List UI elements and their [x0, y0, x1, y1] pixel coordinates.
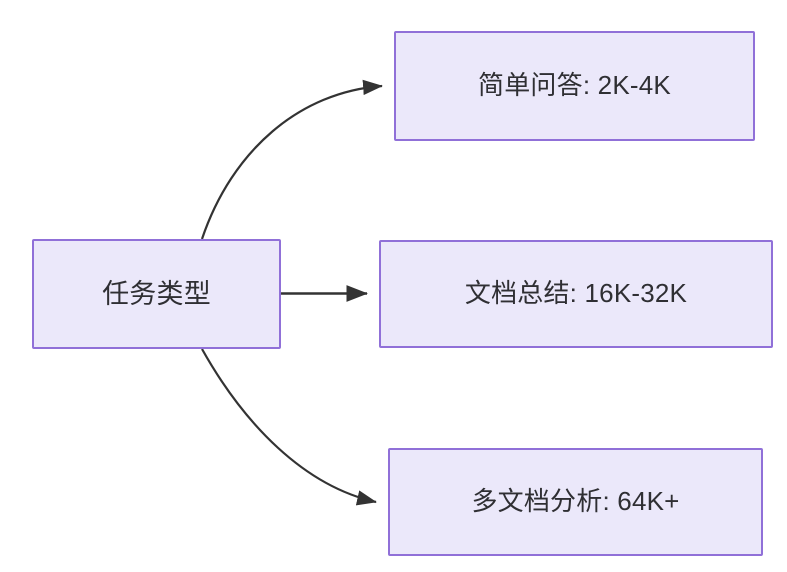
edge-source-to-simple-qa — [200, 79, 383, 240]
node-task-type[interactable]: 任务类型 — [32, 239, 281, 349]
node-multi-doc-label: 多文档分析: 64K+ — [471, 486, 680, 517]
node-doc-summary-label: 文档总结: 16K-32K — [464, 278, 688, 309]
node-simple-qa[interactable]: 简单问答: 2K-4K — [394, 31, 755, 141]
node-doc-summary[interactable]: 文档总结: 16K-32K — [379, 240, 773, 348]
node-multi-doc[interactable]: 多文档分析: 64K+ — [388, 448, 763, 556]
node-simple-qa-label: 简单问答: 2K-4K — [478, 70, 671, 101]
edge-source-to-multi-doc — [201, 348, 377, 506]
node-task-type-label: 任务类型 — [102, 278, 211, 309]
